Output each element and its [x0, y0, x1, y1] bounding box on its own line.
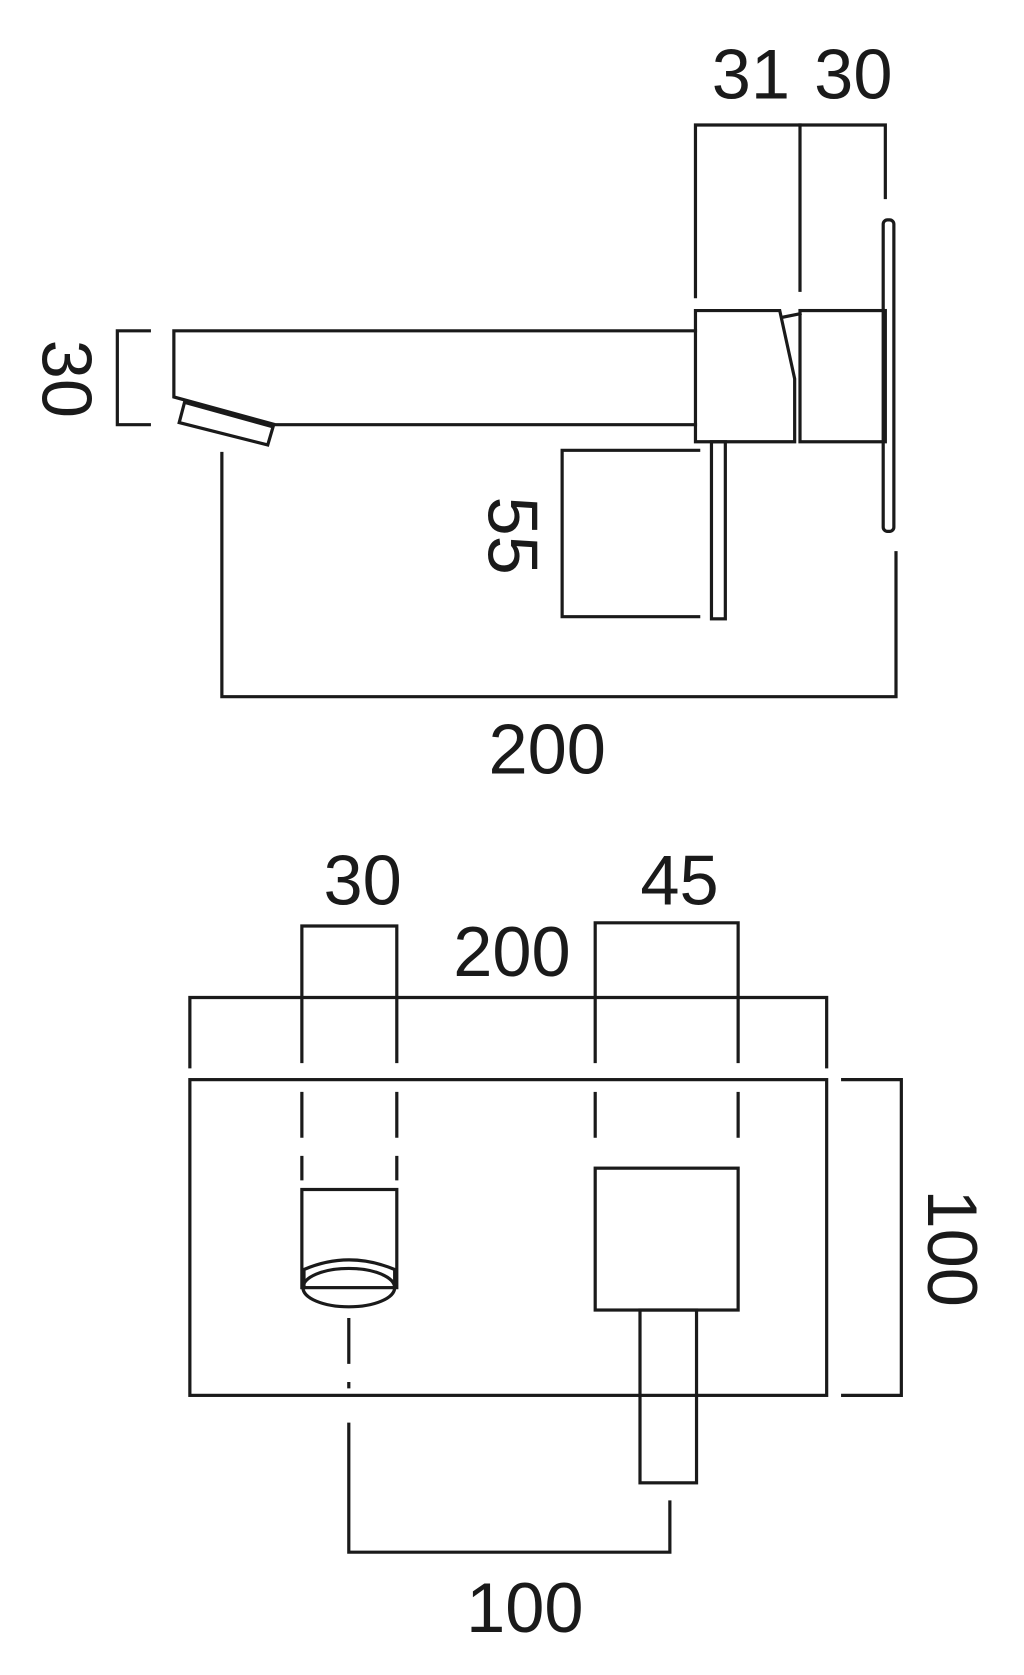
lever	[709, 440, 727, 621]
wall-plate	[881, 218, 896, 533]
dim-centres-label: 100	[466, 1568, 583, 1647]
spout	[172, 329, 698, 447]
dim-projection-label: 200	[488, 710, 605, 789]
dim-spout-height-bracket	[115, 329, 151, 427]
dim-spout-width-bracket	[300, 924, 399, 1181]
spout-end	[300, 1187, 399, 1309]
aerator	[177, 400, 276, 447]
handle-front	[593, 1166, 740, 1312]
dim-handle-width-label: 45	[640, 841, 718, 920]
dim-handle-width-bracket	[593, 921, 740, 1154]
dim-plate-width-label: 200	[453, 912, 570, 991]
lever-front	[638, 1308, 699, 1485]
mixer-body-rear	[798, 308, 887, 444]
side-view: 31 30 30 55 200	[28, 34, 898, 789]
front-view: 30 45 200 100 100	[188, 841, 992, 1647]
dim-body-depth-label: 30	[814, 34, 892, 113]
dim-handle-depth-label: 31	[712, 34, 790, 113]
dim-spout-height-label: 30	[28, 340, 107, 418]
dim-projection-bracket	[220, 451, 898, 699]
body-connector	[782, 311, 802, 319]
wall-plate-front	[188, 1078, 829, 1397]
dim-lever-bracket	[560, 448, 701, 619]
dim-depth-bracket	[693, 123, 887, 299]
mixer-body-front	[693, 308, 797, 444]
dim-plate-width-bracket	[188, 995, 829, 1069]
dim-plate-height-bracket	[841, 1078, 903, 1397]
dim-plate-height-label: 100	[913, 1189, 992, 1306]
dim-spout-width-label: 30	[324, 841, 402, 920]
dim-lever-length-label: 55	[474, 496, 553, 574]
dim-centres-bracket	[347, 1422, 672, 1554]
